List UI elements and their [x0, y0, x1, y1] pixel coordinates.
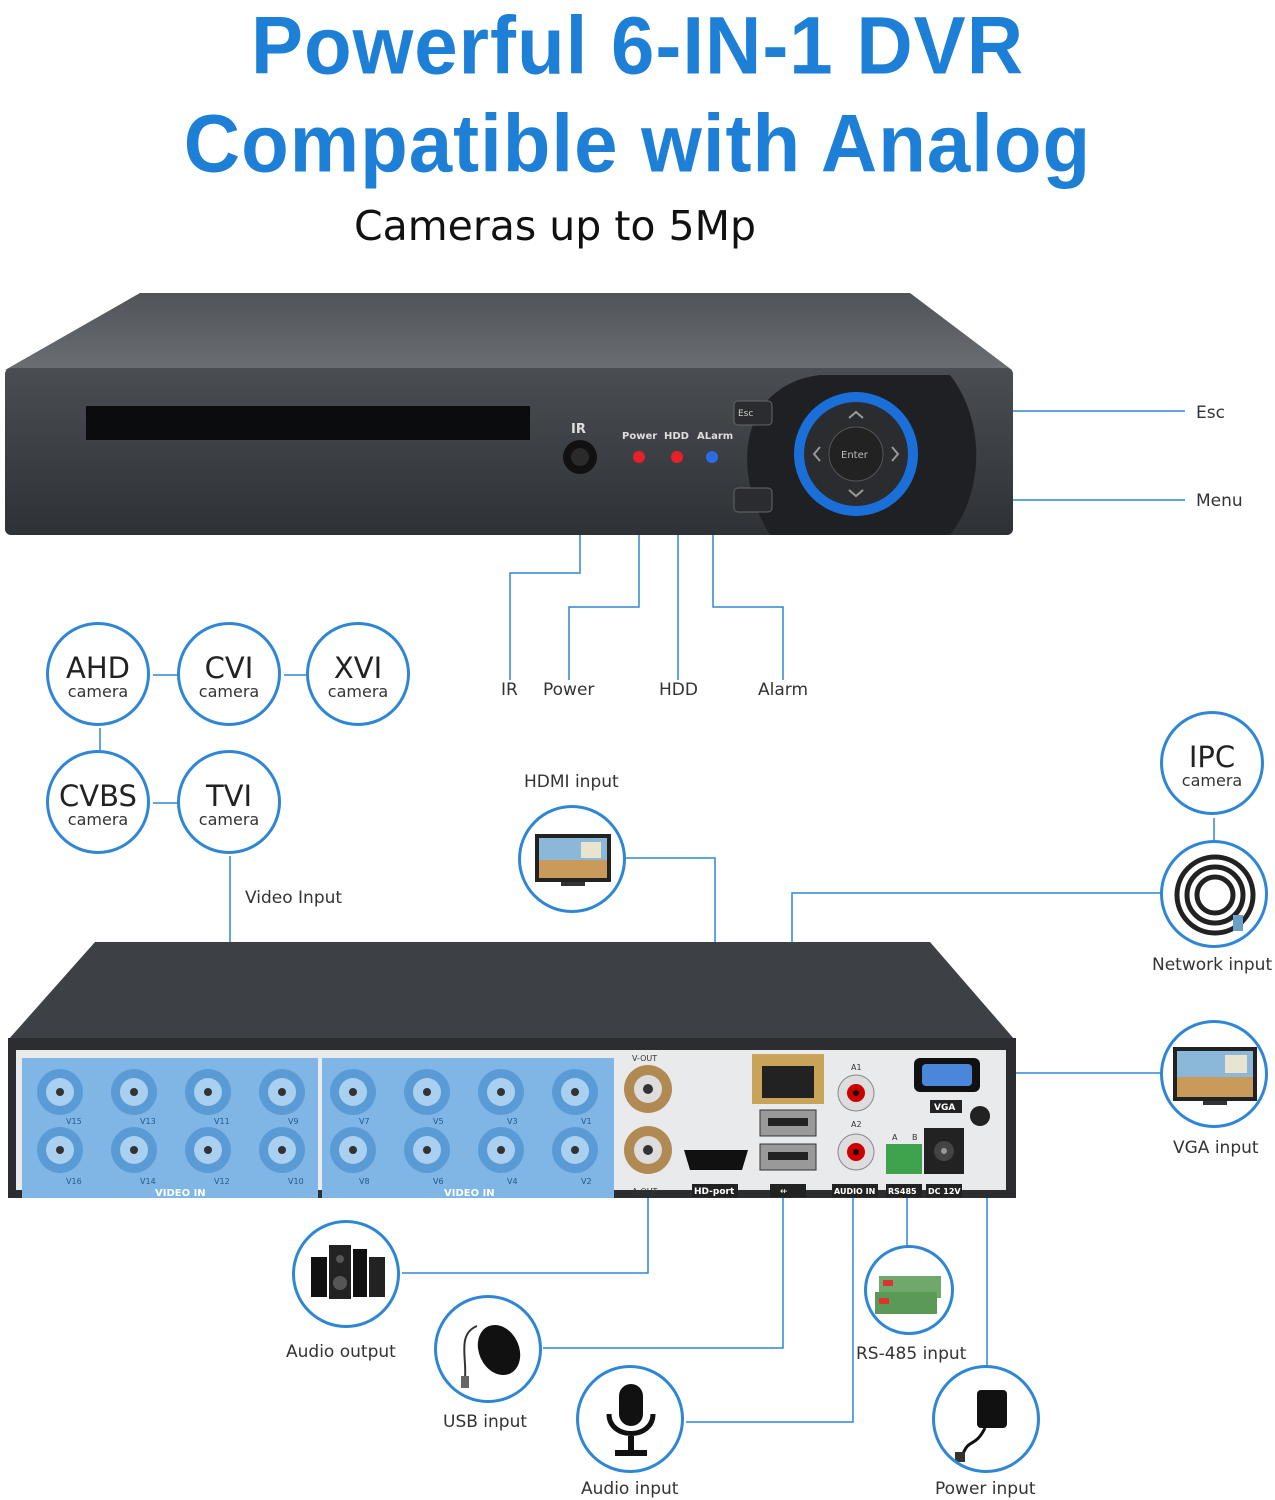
svg-text:A2: A2: [851, 1120, 862, 1129]
alarm-callout: Alarm: [758, 680, 809, 700]
channel-label: V4: [507, 1177, 518, 1186]
channel-label: V15: [66, 1117, 82, 1126]
menu-callout: Menu: [1196, 491, 1243, 511]
bnc-pin: [278, 1146, 286, 1154]
bnc-pin: [571, 1088, 579, 1096]
channel-label: V12: [214, 1177, 230, 1186]
bnc-pin: [497, 1146, 505, 1154]
vga-monitor-icon: [1160, 1020, 1268, 1128]
svg-text:RS485: RS485: [888, 1187, 917, 1196]
camera-type-tvi: TVI camera: [177, 750, 281, 854]
hdmi-port[interactable]: [684, 1150, 748, 1170]
svg-text:B: B: [912, 1133, 918, 1142]
channel-label: V13: [140, 1117, 156, 1126]
bnc-pin: [497, 1088, 505, 1096]
power-adapter-icon: [932, 1365, 1040, 1473]
channel-label: V16: [66, 1177, 82, 1186]
network-input-callout: Network input: [1152, 955, 1273, 975]
camera-type-xvi: XVI camera: [306, 622, 410, 726]
channel-label: V9: [288, 1117, 299, 1126]
vga-input-callout: VGA input: [1173, 1138, 1259, 1158]
bnc-pin: [204, 1088, 212, 1096]
speaker-icon: [292, 1220, 400, 1328]
esc-button[interactable]: [733, 400, 773, 426]
hdmi-input-callout: HDMI input: [524, 772, 619, 792]
bnc-pin: [571, 1146, 579, 1154]
bnc-pin: [349, 1146, 357, 1154]
usb-input-callout: USB input: [443, 1412, 528, 1432]
ir-text: IR: [571, 422, 586, 437]
audio-input-callout: Audio input: [581, 1479, 679, 1499]
bnc-pin: [130, 1088, 138, 1096]
alarm-led: [706, 451, 718, 463]
microphone-icon: [576, 1365, 684, 1473]
audio-output-callout: Audio output: [286, 1342, 396, 1362]
bnc-pin: [130, 1146, 138, 1154]
page-subtitle: Cameras up to 5Mp: [353, 202, 756, 250]
bnc-pin: [204, 1146, 212, 1154]
channel-label: V14: [140, 1177, 156, 1186]
svg-text:VGA: VGA: [934, 1103, 955, 1113]
svg-text:AUDIO IN: AUDIO IN: [834, 1187, 875, 1196]
power-led-label: Power: [622, 431, 657, 442]
network-cable-icon: [1160, 840, 1268, 948]
bnc-pin: [349, 1088, 357, 1096]
channel-label: V7: [359, 1117, 370, 1126]
enter-button[interactable]: [828, 426, 884, 482]
svg-text:HD-port: HD-port: [694, 1187, 735, 1197]
video-in-label-right: VIDEO IN: [444, 1188, 495, 1199]
bnc-pin: [56, 1088, 64, 1096]
svg-text:⇷: ⇷: [780, 1187, 788, 1197]
hdd-led: [671, 451, 683, 463]
page-title-line1: Powerful 6-IN-1 DVR: [250, 0, 1025, 92]
channel-label: V6: [433, 1177, 444, 1186]
dvr-front-panel: IR Power HDD ALarm Esc Enter: [5, 293, 1013, 535]
channel-label: V1: [581, 1117, 592, 1126]
rs485-terminal[interactable]: [886, 1144, 922, 1174]
channel-label: V5: [433, 1117, 444, 1126]
channel-label: V8: [359, 1177, 370, 1186]
video-input-callout: Video Input: [245, 888, 343, 908]
bnc-pin: [56, 1146, 64, 1154]
svg-text:A: A: [892, 1133, 898, 1142]
channel-label: V11: [214, 1117, 230, 1126]
menu-button[interactable]: [733, 487, 773, 513]
esc-callout: Esc: [1196, 403, 1225, 423]
page-title-line2: Compatible with Analog: [183, 96, 1092, 190]
bnc-pin: [423, 1088, 431, 1096]
hdd-callout: HDD: [659, 680, 698, 700]
camera-type-cvi: CVI camera: [177, 622, 281, 726]
camera-type-ipc: IPC camera: [1160, 711, 1264, 815]
channel-label: V2: [581, 1177, 592, 1186]
usb-mouse-icon: [434, 1295, 542, 1403]
svg-text:A-OUT: A-OUT: [632, 1187, 658, 1196]
ir-callout: IR: [501, 680, 518, 700]
svg-text:A1: A1: [851, 1063, 862, 1072]
power-led: [633, 451, 645, 463]
dpad-arrows-icon: [812, 410, 900, 498]
camera-type-cvbs: CVBS camera: [46, 750, 150, 854]
svg-text:V-OUT: V-OUT: [632, 1054, 657, 1063]
camera-type-ahd: AHD camera: [46, 622, 150, 726]
hdmi-monitor-icon: [518, 805, 626, 913]
svg-text:DC 12V: DC 12V: [928, 1187, 961, 1196]
svg-text:Esc: Esc: [738, 409, 753, 419]
bnc-pin: [278, 1088, 286, 1096]
rs485-input-callout: RS-485 input: [856, 1344, 967, 1364]
rs485-module-icon: [864, 1245, 954, 1335]
channel-label: V3: [507, 1117, 518, 1126]
hdd-led-label: HDD: [664, 431, 689, 442]
power-callout: Power: [543, 680, 595, 700]
bnc-pin: [423, 1146, 431, 1154]
alarm-led-label: ALarm: [697, 431, 733, 442]
channel-label: V10: [288, 1177, 304, 1186]
video-in-label-left: VIDEO IN: [155, 1188, 206, 1199]
svg-text:Enter: Enter: [841, 450, 869, 461]
power-input-callout: Power input: [935, 1479, 1036, 1499]
